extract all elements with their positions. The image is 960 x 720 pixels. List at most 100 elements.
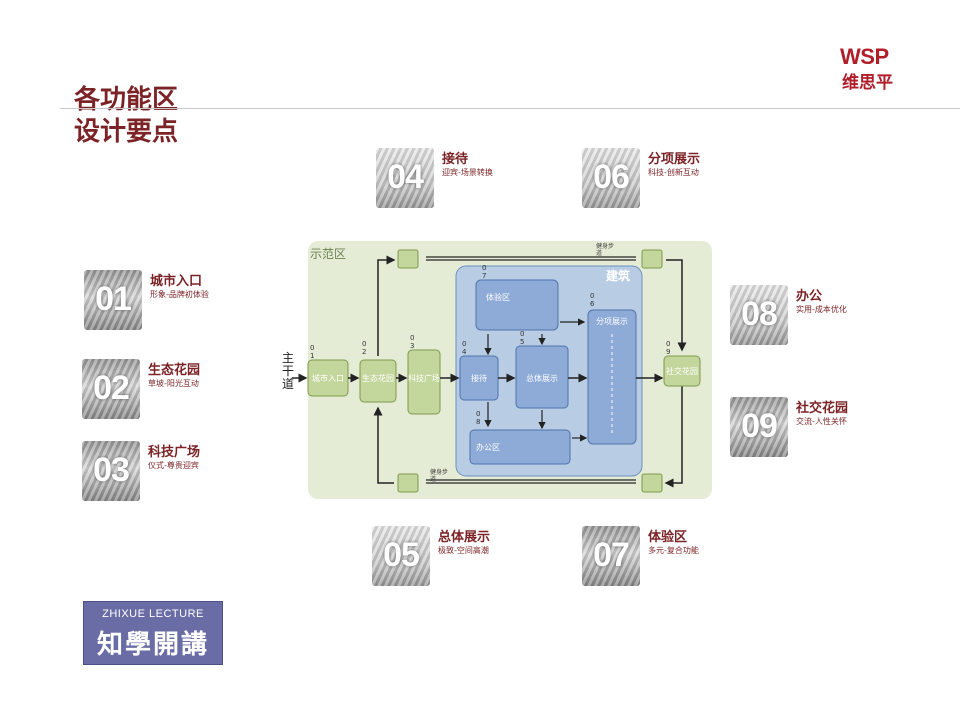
flow-arrow: [666, 259, 687, 352]
path-node: [641, 249, 663, 269]
card-title: 生态花园: [148, 363, 201, 378]
node-05: [515, 345, 569, 409]
path-label-top-text: 健身步: [596, 242, 614, 250]
card-title: 分项展示: [648, 152, 701, 167]
node-04-label: 接待: [471, 373, 487, 383]
logo-subtext: 维思平: [842, 73, 893, 93]
main-road-text-line: 道: [282, 377, 294, 391]
zhixue-logo-calligraphy: 知學開講: [96, 630, 209, 660]
main-road-text: 主: [282, 351, 294, 365]
flow-arrow: [377, 255, 396, 356]
node-03-number-text: 0: [410, 334, 414, 342]
thumbnail-image: 09: [730, 397, 788, 457]
node-08: [469, 429, 571, 465]
node-01-number-text-line: 1: [310, 352, 314, 360]
card-subtitle: 极致-空间高潮: [438, 546, 489, 555]
flow-arrow: [373, 406, 394, 484]
node-09-number-text-line: 9: [666, 348, 670, 356]
node-03-label: 科技广场: [408, 373, 440, 383]
card-subtitle: 形象-品牌初体验: [150, 290, 209, 299]
node-09: [663, 355, 701, 387]
node-06-number-text-line: 6: [590, 300, 595, 308]
node-05-number-text: 0: [520, 330, 524, 338]
node-03-number-text-line: 3: [410, 342, 414, 350]
card-number: 02: [93, 369, 130, 407]
card-number: 09: [741, 407, 778, 445]
card-number: 07: [593, 536, 630, 574]
thumbnail-image: 05: [372, 526, 430, 586]
thumbnail-image: 03: [82, 441, 140, 501]
node-05-number-text-line: 5: [520, 338, 524, 346]
logo-text: WSP: [840, 44, 889, 69]
card-title: 城市入口: [150, 274, 203, 289]
card-title: 社交花园: [796, 401, 849, 416]
node-07-number-text-line: 7: [482, 272, 486, 280]
node-01-label: 城市入口: [312, 373, 344, 383]
node-06-number-text: 0: [590, 292, 594, 300]
card-number: 04: [387, 158, 424, 196]
card-title: 总体展示: [438, 530, 491, 545]
path-label-bottom: 健身步道: [430, 468, 448, 483]
card-number: 03: [93, 451, 130, 489]
card-number: 01: [95, 280, 132, 318]
card-title: 体验区: [648, 530, 688, 545]
card-subtitle: 草坡-阳光互动: [148, 379, 199, 388]
card-subtitle: 多元-复合功能: [648, 546, 699, 555]
path-label-top: 健身步道: [596, 242, 614, 257]
thumbnail-image: 04: [376, 148, 434, 208]
node-02-number-text: 0: [362, 340, 366, 348]
card-title: 办公: [796, 289, 823, 304]
header-divider: [60, 108, 960, 109]
node-07: [475, 279, 559, 331]
path-label-bottom-text-line: 道: [430, 475, 436, 483]
card-subtitle: 交流-人性关怀: [796, 417, 847, 426]
thumbnail-image: 08: [730, 285, 788, 345]
main-road-text-line: 干: [282, 364, 294, 378]
node-09-label: 社交花园: [666, 366, 698, 376]
node-03: [407, 349, 441, 415]
thumbnail-image: 02: [82, 359, 140, 419]
node-05-label: 总体展示: [526, 373, 558, 383]
card-number: 06: [593, 158, 630, 196]
path-label-bottom-text: 健身步: [430, 468, 448, 476]
node-04-number-text: 0: [462, 340, 466, 348]
card-title: 科技广场: [148, 445, 201, 460]
node-08-label: 办公区: [476, 442, 500, 452]
zhixue-lecture-logo: ZHIXUE LECTURE 知學開講: [83, 601, 223, 665]
flow-arrow: [664, 386, 683, 488]
path-node: [397, 249, 419, 269]
node-07-number-text: 0: [482, 264, 486, 272]
node-08-number-text: 0: [476, 410, 480, 418]
demo-zone-label: 示范区: [310, 247, 346, 261]
page-title-line2: 设计要点: [74, 117, 179, 147]
card-title: 接待: [442, 152, 469, 167]
thumbnail-image: 01: [84, 270, 142, 330]
node-04-number-text-line: 4: [462, 348, 467, 356]
node-07-label: 体验区: [486, 292, 510, 302]
card-number: 08: [741, 295, 778, 333]
node-02-label: 生态花园: [362, 373, 394, 383]
page-title-line1: 各功能区: [74, 85, 179, 115]
node-08-number-text-line: 8: [476, 418, 480, 426]
wsp-logo: WSP 维思平: [836, 44, 912, 93]
node-09-number-text: 0: [666, 340, 670, 348]
card-subtitle: 科技-创新互动: [648, 168, 699, 177]
node-06-label: 分项展示: [596, 317, 628, 326]
path-node: [397, 473, 419, 493]
card-subtitle: 实用-成本优化: [796, 305, 847, 314]
card-subtitle: 仪式-尊贵迎宾: [148, 461, 199, 470]
node-01-number-text: 0: [310, 344, 314, 352]
thumbnail-image: 06: [582, 148, 640, 208]
main-road-label: 主 干道: [282, 351, 298, 391]
card-subtitle: 迎宾-场景转换: [442, 168, 493, 177]
path-label-top-text-line: 道: [596, 249, 602, 257]
